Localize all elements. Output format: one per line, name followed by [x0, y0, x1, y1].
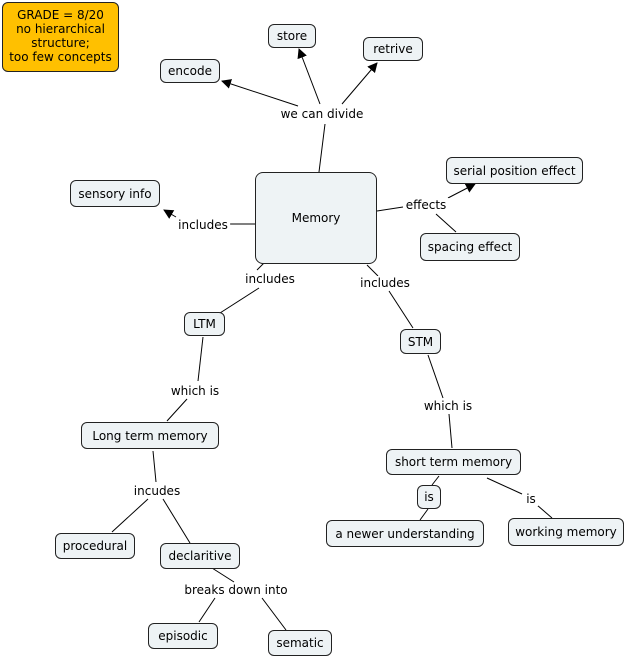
- concept-serial-position-effect[interactable]: serial position effect: [446, 157, 583, 184]
- line-is-working: [536, 504, 553, 519]
- concept-episodic[interactable]: episodic: [148, 623, 218, 649]
- concept-procedural[interactable]: procedural: [55, 533, 135, 559]
- line-breaks-episodic: [198, 597, 216, 623]
- line-memory-divide: [318, 123, 326, 173]
- line-stm-whichis: [427, 354, 444, 399]
- link-incudes: incudes: [131, 484, 183, 498]
- link-includes-sensory: includes: [176, 218, 230, 232]
- link-breaks-down-into: breaks down into: [182, 583, 290, 597]
- concept-memory[interactable]: Memory: [255, 172, 377, 264]
- link-which-is-stm: which is: [421, 399, 475, 413]
- link-includes-ltm: includes: [243, 272, 297, 286]
- concept-store[interactable]: store: [268, 24, 316, 48]
- concept-spacing-effect[interactable]: spacing effect: [420, 233, 520, 261]
- line-ltmem-incudes: [152, 450, 157, 483]
- concept-ltm[interactable]: LTM: [184, 312, 225, 336]
- link-we-can-divide: we can divide: [278, 107, 366, 121]
- concept-sematic[interactable]: sematic: [268, 630, 332, 656]
- link-which-is-ltm: which is: [168, 384, 222, 398]
- line-whichis-ltmem: [166, 398, 188, 422]
- grade-line-3: structure;: [31, 36, 90, 50]
- line-declaritive-breaks: [211, 567, 235, 583]
- line-stmem-is-newer: [431, 475, 440, 486]
- concept-working-memory[interactable]: working memory: [508, 518, 624, 546]
- concept-retrive[interactable]: retrive: [363, 37, 423, 61]
- line-breaks-sematic: [261, 597, 287, 631]
- line-stmem-is-working: [486, 477, 523, 495]
- line-incudes-declaritive: [162, 498, 191, 544]
- concept-a-newer-understanding[interactable]: a newer understanding: [326, 520, 484, 547]
- line-is-newer: [419, 508, 429, 521]
- grade-note: GRADE = 8/20 no hierarchical structure; …: [2, 2, 119, 72]
- link-effects: effects: [403, 198, 449, 212]
- line-memory-includes-stm: [366, 264, 379, 277]
- line-includes-stm: [388, 290, 414, 329]
- grade-line-4: too few concepts: [9, 50, 112, 64]
- grade-line-2: no hierarchical: [16, 22, 105, 36]
- line-ltm-whichis: [197, 336, 204, 382]
- line-memory-includes-ltm: [256, 262, 265, 271]
- concept-sensory-info[interactable]: sensory info: [70, 180, 160, 207]
- line-effects-spacing: [435, 213, 457, 233]
- concept-encode[interactable]: encode: [160, 59, 220, 83]
- arrow-to-sensory: [163, 209, 177, 219]
- concept-short-term-memory[interactable]: short term memory: [386, 449, 521, 475]
- line-whichis-stmem: [448, 413, 453, 449]
- line-includes-ltm: [219, 287, 260, 314]
- concept-stm[interactable]: STM: [400, 329, 441, 354]
- link-is-working: is: [524, 492, 538, 506]
- arrow-to-store: [297, 48, 321, 105]
- grade-line-1: GRADE = 8/20: [17, 8, 104, 22]
- concept-is[interactable]: is: [417, 485, 441, 509]
- line-incudes-procedural: [111, 498, 149, 533]
- line-memory-effects: [376, 206, 404, 212]
- link-includes-stm: includes: [358, 276, 412, 290]
- concept-long-term-memory[interactable]: Long term memory: [81, 422, 219, 449]
- arrow-to-serial: [447, 183, 476, 199]
- concept-declaritive[interactable]: declaritive: [160, 543, 240, 569]
- arrow-to-encode: [221, 79, 299, 107]
- arrow-to-retrive: [341, 62, 378, 105]
